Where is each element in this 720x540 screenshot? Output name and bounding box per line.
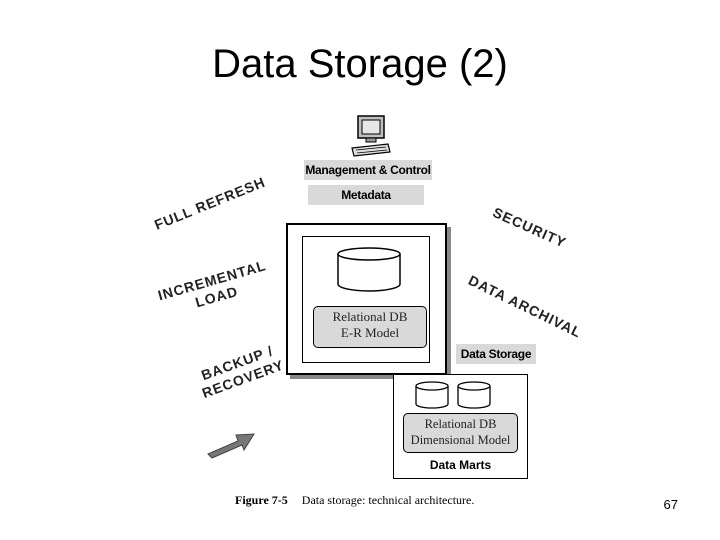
data-storage-inner-box: [302, 236, 430, 363]
metadata-label: Metadata: [308, 185, 424, 205]
cylinder-icon: [337, 247, 401, 292]
data-archival-label: DATA ARCHIVAL: [465, 272, 585, 341]
management-control-label: Management & Control: [304, 160, 432, 180]
incremental-load-label: INCREMENTAL LOAD: [156, 257, 273, 321]
cylinder-icon: [457, 381, 491, 409]
page-number: 67: [663, 497, 678, 512]
figure-caption: Figure 7-5 Data storage: technical archit…: [235, 493, 474, 508]
full-refresh-label: FULL REFRESH: [152, 173, 268, 233]
data-marts-label: Data Marts: [429, 458, 492, 472]
cylinder-icon: [415, 381, 449, 409]
figure-number: Figure 7-5: [235, 493, 288, 507]
figure-caption-text: Data storage: technical architecture.: [301, 493, 475, 507]
arrow-icon: [207, 433, 255, 459]
relational-db-er-box: Relational DB E-R Model: [313, 306, 427, 348]
relational-db-dim-box: Relational DB Dimensional Model: [403, 413, 518, 453]
relational-db-dim-line1: Relational DB: [424, 417, 497, 431]
data-storage-label: Data Storage: [456, 344, 536, 364]
slide-title: Data Storage (2): [212, 42, 508, 86]
security-label: SECURITY: [490, 204, 569, 251]
relational-db-dim-line2: Dimensional Model: [410, 433, 511, 447]
computer-icon: [351, 115, 391, 157]
relational-db-er-line2: E-R Model: [340, 325, 400, 340]
data-storage-outer-box: [286, 223, 447, 375]
relational-db-er-line1: Relational DB: [332, 309, 408, 324]
backup-recovery-label: BACKUP / RECOVERY: [194, 341, 287, 402]
